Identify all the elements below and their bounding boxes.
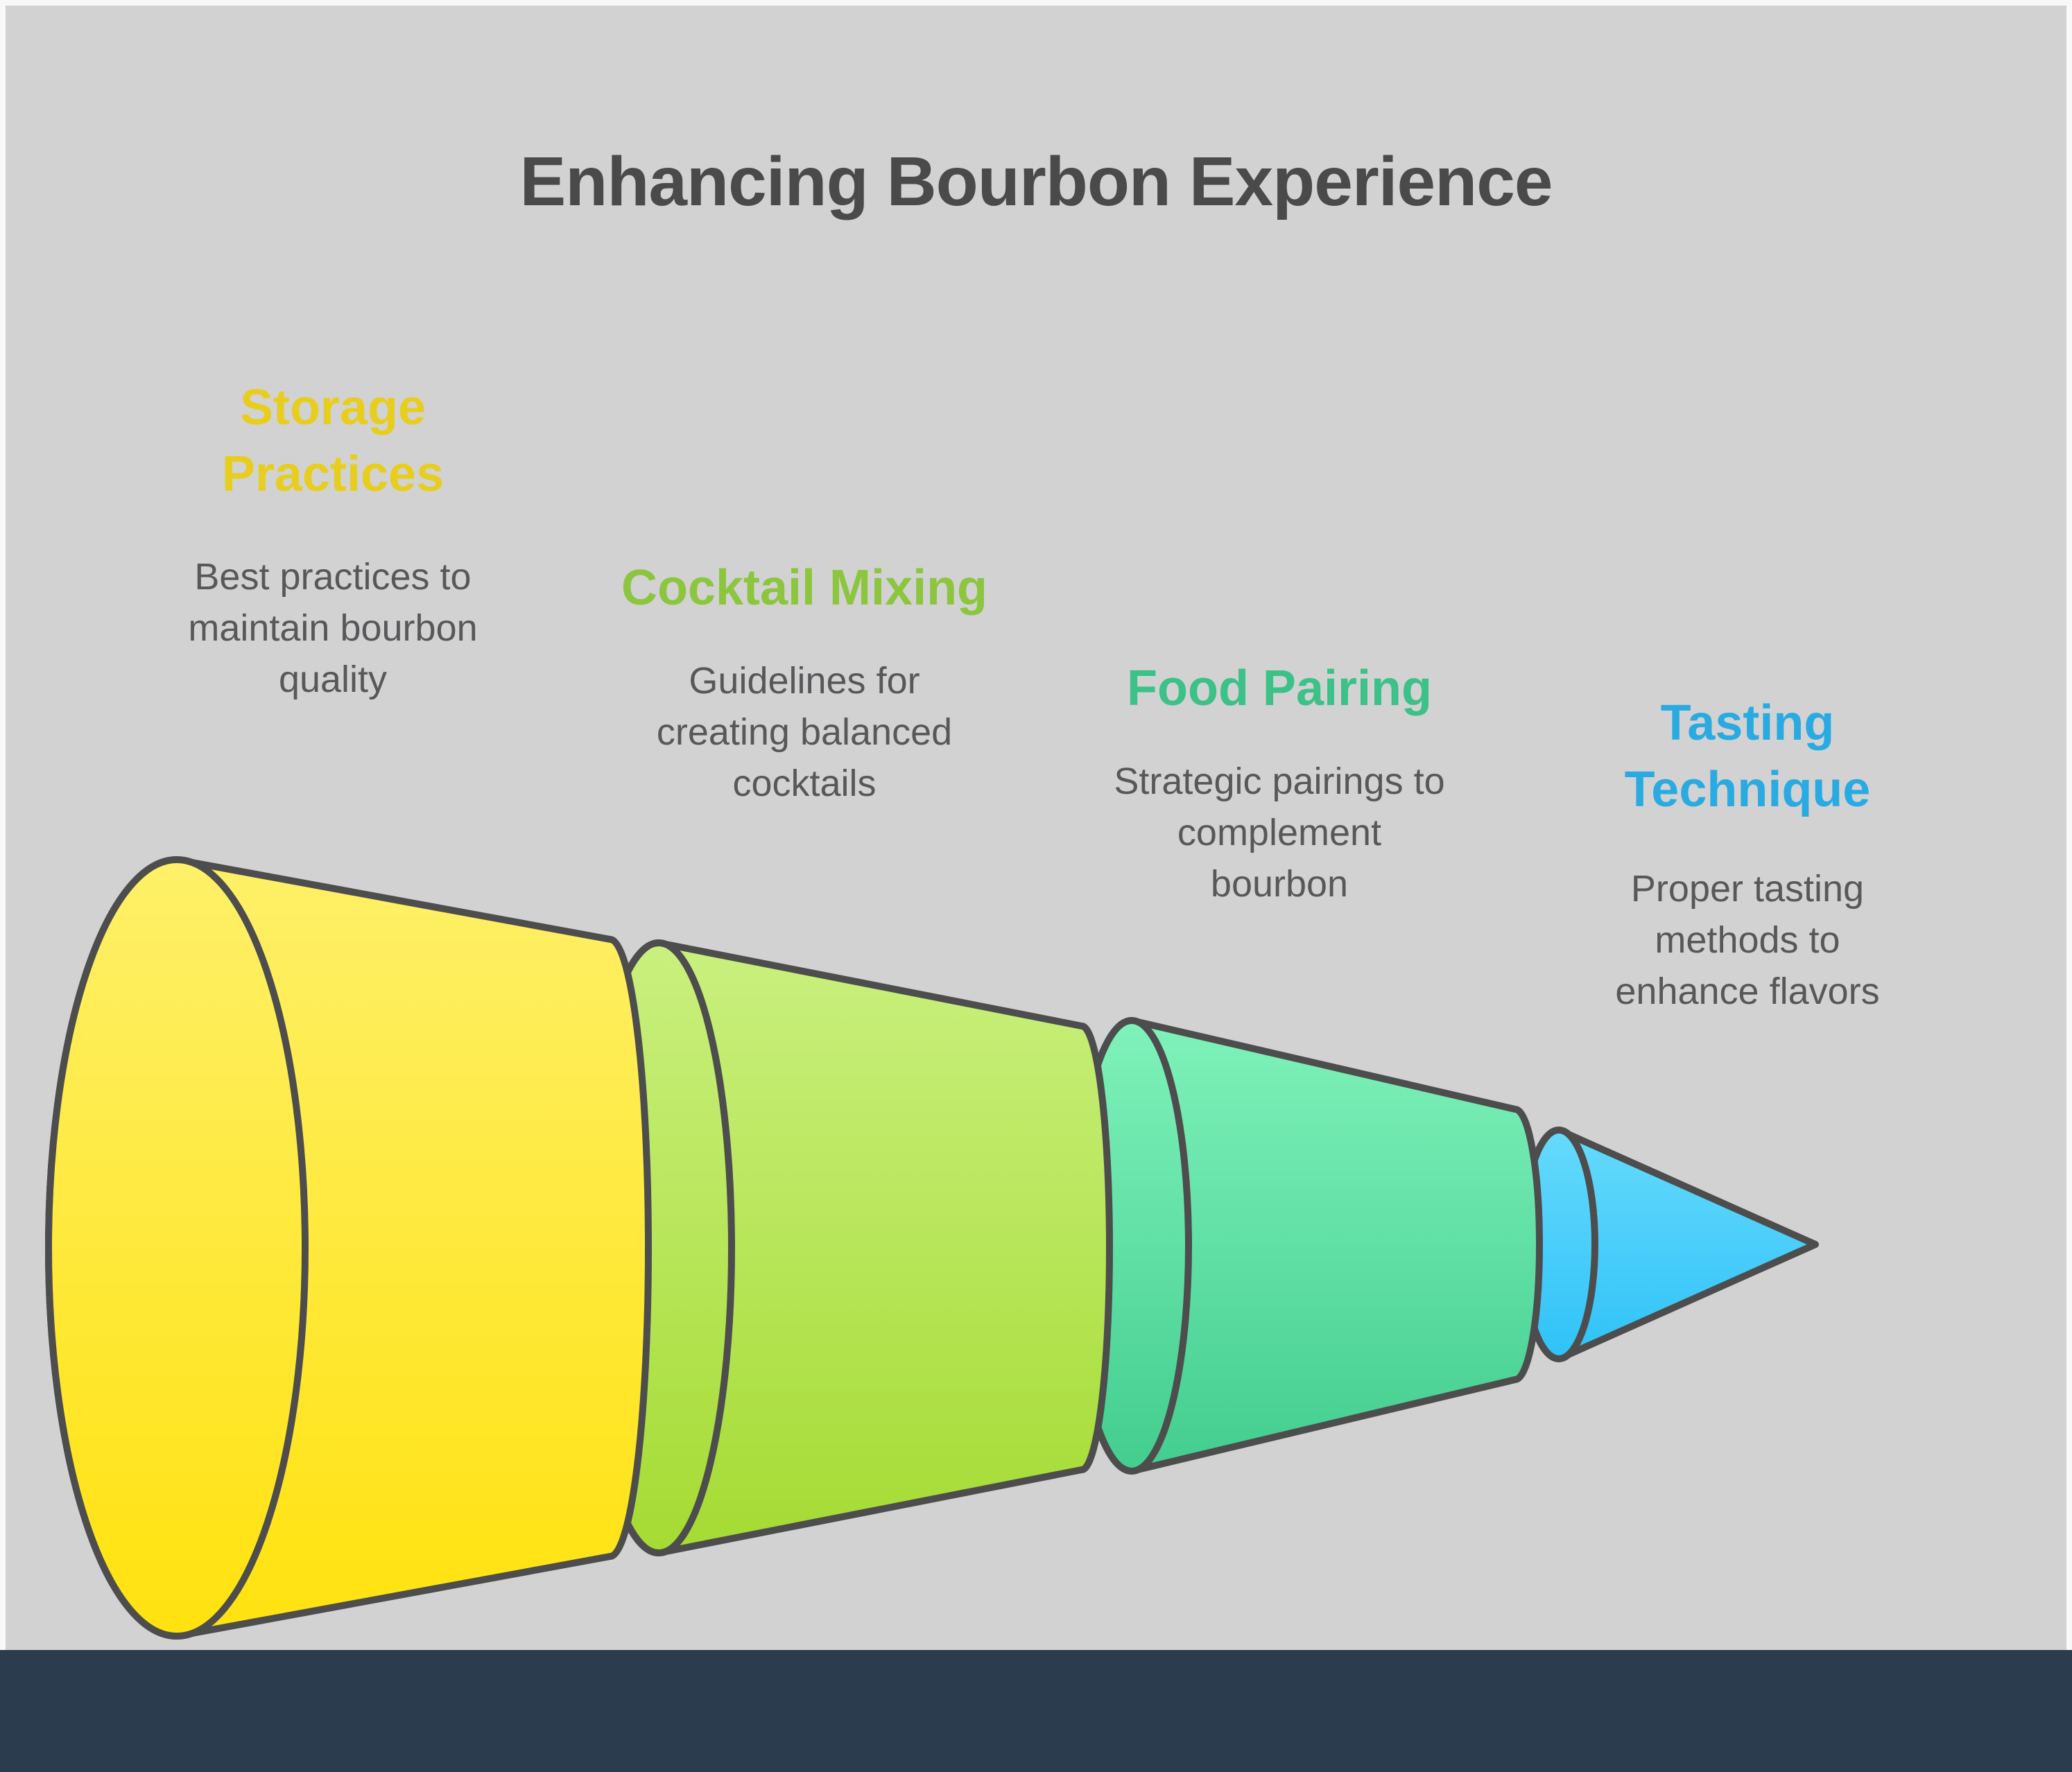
- stage-title-line: Storage: [239, 380, 426, 435]
- stage-label-desc-food-pairing: Strategic pairings to complement bourbon: [1037, 756, 1522, 910]
- stage-desc-line: Guidelines for: [689, 660, 920, 702]
- funnel-stage-storage-practices-rim: [45, 856, 309, 1640]
- stage-desc-line: creating balanced: [656, 711, 953, 753]
- stage-label-title-food-pairing: Food Pairing: [1037, 655, 1522, 722]
- stage-desc-line: bourbon: [1210, 863, 1349, 905]
- stage-label-desc-storage-practices: Best practices to maintain bourbon quali…: [90, 551, 576, 705]
- funnel-stage-storage-practices: [45, 856, 652, 1640]
- stage-desc-line: Best practices to: [194, 556, 472, 598]
- stage-title-line: Cocktail Mixing: [621, 560, 988, 616]
- stage-desc-line: quality: [278, 659, 388, 700]
- funnel-stage-cocktail-mixing: [582, 939, 1113, 1556]
- stage-title-line: Tasting: [1660, 695, 1835, 751]
- stage-title-line: Food Pairing: [1127, 661, 1432, 716]
- stage-desc-line: complement: [1177, 812, 1382, 853]
- stage-desc-line: methods to: [1655, 919, 1840, 961]
- stage-desc-line: Proper tasting: [1630, 868, 1865, 910]
- stage-desc-line: maintain bourbon: [188, 607, 478, 649]
- stage-title-line: Practices: [221, 446, 444, 502]
- stage-title-line: Technique: [1624, 762, 1871, 817]
- page-title: Enhancing Bourbon Experience: [519, 143, 1553, 220]
- stage-label-desc-cocktail-mixing: Guidelines for creating balanced cocktai…: [562, 655, 1047, 809]
- funnel-stage-food-pairing: [1071, 1017, 1543, 1475]
- stage-label-title-cocktail-mixing: Cocktail Mixing: [562, 555, 1047, 621]
- funnel-stage-tasting-technique: [1519, 1127, 1819, 1362]
- stage-label-title-tasting-technique: Tasting Technique: [1505, 690, 1990, 823]
- stage-desc-line: Strategic pairings to: [1114, 761, 1445, 802]
- stage-label-desc-tasting-technique: Proper tasting methods to enhance flavor…: [1505, 863, 1990, 1017]
- stage-desc-line: enhance flavors: [1615, 971, 1880, 1012]
- stage-label-title-storage-practices: Storage Practices: [90, 374, 576, 507]
- stage-desc-line: cocktails: [732, 763, 877, 804]
- footer-bar: [0, 1650, 2072, 1772]
